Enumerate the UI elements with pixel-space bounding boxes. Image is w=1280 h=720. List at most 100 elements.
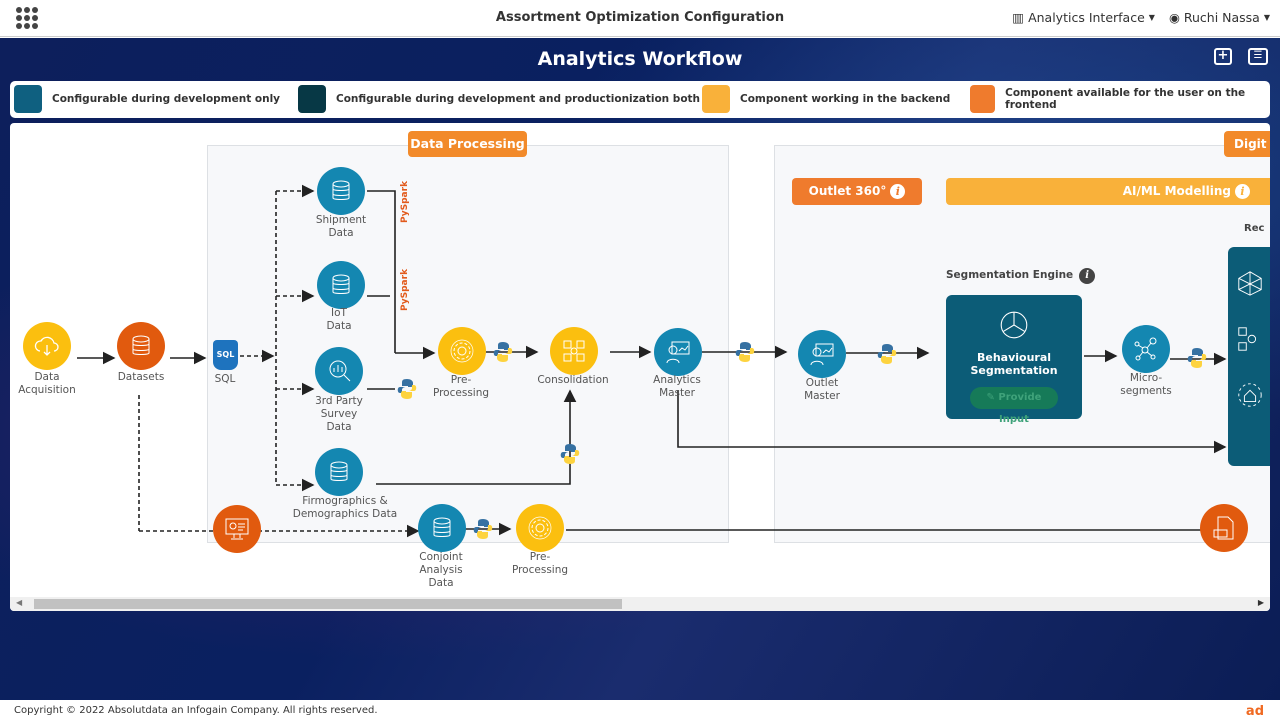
digital-tag: Digit	[1224, 131, 1270, 157]
cloud-download-icon	[34, 336, 59, 356]
app-grid-icon[interactable]	[16, 7, 39, 30]
legend-item: Component available for the user on the …	[970, 85, 1270, 113]
list-view-button[interactable]: ☰	[1248, 48, 1268, 65]
workflow-canvas: Data Processing Digit Outlet 360°i AI/ML…	[10, 123, 1270, 611]
python-icon	[560, 444, 580, 464]
preprocessing-2-node[interactable]	[516, 504, 564, 552]
firmographics-label: Firmographics &Demographics Data	[292, 495, 398, 520]
monitor-profile-icon	[225, 518, 249, 540]
legend-item: Configurable during development and prod…	[298, 85, 700, 113]
analytics-master-node[interactable]	[654, 328, 702, 376]
legend-label: Component working in the backend	[740, 93, 951, 105]
python-icon	[493, 342, 513, 362]
company-logo: ad	[1245, 704, 1264, 719]
analyst-icon	[810, 343, 834, 366]
database-icon	[132, 335, 150, 355]
preprocessing-2-label: Pre-Processing	[511, 551, 569, 576]
csv-export-node[interactable]	[1200, 504, 1248, 552]
chart-icon: ▥	[1012, 10, 1025, 25]
conjoint-analysis-node[interactable]	[418, 504, 466, 552]
database-icon	[332, 180, 350, 200]
analyst-icon	[666, 341, 690, 364]
python-icon	[877, 344, 897, 364]
survey-input-node[interactable]	[213, 505, 261, 553]
microsegments-label: Micro-segments	[1120, 372, 1172, 397]
add-button[interactable]: +	[1214, 48, 1232, 65]
consolidation-label: Consolidation	[537, 374, 609, 386]
consolidation-node[interactable]	[550, 327, 598, 375]
database-icon	[332, 274, 350, 294]
copyright-text: Copyright © 2022 Absolutdata an Infogain…	[14, 705, 378, 716]
puzzle-gear-icon	[1238, 327, 1257, 351]
data-acquisition-node[interactable]	[23, 322, 71, 370]
csv-file-icon	[1213, 516, 1234, 540]
datasets-node[interactable]	[117, 322, 165, 370]
legend-swatch	[702, 85, 730, 113]
analytics-interface-menu[interactable]: ▥ Analytics Interface ▼	[1012, 10, 1155, 25]
outlet360-tag[interactable]: Outlet 360°i	[792, 178, 922, 205]
info-icon[interactable]: i	[1079, 268, 1096, 284]
datasets-label: Datasets	[117, 371, 165, 383]
gear-icon	[450, 339, 474, 363]
scroll-left-icon[interactable]: ◀	[16, 598, 23, 607]
shipment-data-node[interactable]	[317, 167, 365, 215]
gear-icon	[528, 516, 552, 540]
analytics-interface-label: Analytics Interface	[1028, 10, 1145, 25]
legend: Configurable during development only Con…	[10, 81, 1270, 118]
iot-data-node[interactable]	[317, 261, 365, 309]
database-icon	[433, 517, 451, 537]
pyspark-icon: PySpark	[400, 268, 410, 311]
connector-lines	[77, 184, 1227, 538]
preprocessing-label: Pre-Processing	[432, 374, 490, 399]
firmographics-node[interactable]	[315, 448, 363, 496]
sql-icon: SQL	[213, 340, 238, 370]
footer: Copyright © 2022 Absolutdata an Infogain…	[0, 700, 1280, 720]
legend-item: Component working in the backend	[702, 85, 950, 113]
recommendation-label: Rec	[1244, 223, 1265, 234]
scroll-right-icon[interactable]: ▶	[1257, 598, 1264, 607]
page-title: Analytics Workflow	[537, 48, 743, 70]
database-icon	[330, 461, 348, 481]
survey-analysis-icon	[329, 360, 351, 382]
data-processing-tag: Data Processing	[408, 131, 527, 157]
neural-network-icon	[1238, 271, 1262, 296]
survey-data-node[interactable]	[315, 347, 363, 395]
recommendation-panel[interactable]	[1228, 247, 1270, 466]
legend-label: Configurable during development and prod…	[336, 93, 701, 105]
info-icon[interactable]: i	[890, 184, 906, 199]
user-name: Ruchi Nassa	[1183, 10, 1260, 25]
legend-swatch	[970, 85, 996, 113]
legend-swatch	[298, 85, 326, 113]
top-bar: Assortment Optimization Configuration ▥ …	[0, 0, 1280, 37]
user-menu[interactable]: ◉ Ruchi Nassa ▼	[1169, 10, 1270, 25]
network-icon	[1134, 337, 1157, 361]
app-title: Assortment Optimization Configuration	[495, 10, 785, 25]
home-network-icon	[1238, 383, 1262, 407]
sql-label: SQL	[214, 373, 236, 385]
pyspark-icon: PySpark	[400, 180, 410, 223]
legend-item: Configurable during development only	[14, 85, 280, 113]
provide-input-button[interactable]: ✎ Provide Input	[970, 387, 1058, 425]
python-icon	[473, 519, 493, 539]
segmentation-pie-icon	[1000, 311, 1028, 339]
legend-label: Configurable during development only	[52, 93, 281, 105]
info-icon[interactable]: i	[1235, 184, 1250, 199]
legend-label: Component available for the user on the …	[1005, 87, 1246, 111]
python-icon	[735, 342, 755, 362]
user-icon: ◉	[1168, 10, 1180, 25]
preprocessing-node[interactable]	[438, 327, 486, 375]
horizontal-scrollbar[interactable]: ◀ ▶	[10, 597, 1270, 611]
outlet-master-node[interactable]	[798, 330, 846, 378]
python-icon	[1187, 348, 1207, 368]
python-icon	[397, 379, 417, 399]
microsegments-node[interactable]	[1122, 325, 1170, 373]
scrollbar-thumb[interactable]	[34, 599, 622, 609]
